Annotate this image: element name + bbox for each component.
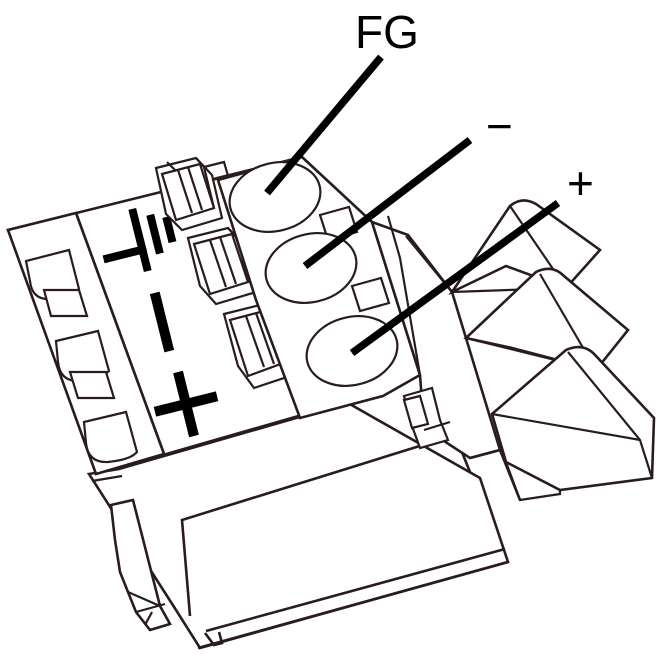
ground-stem [128,207,152,273]
end-plate-rect-2 [68,370,116,400]
bottom-rail-inner [205,547,506,633]
leader-line-plus [349,199,561,357]
leader-line-minus [302,137,473,269]
minus-symbol [149,291,175,353]
wire-slot-2-rib-b [218,236,238,285]
callout-label-minus: − [486,100,513,152]
housing-step-block [402,394,430,430]
wire-slot-3-rib-b [254,312,276,365]
wire-slot-1-lip [166,161,177,172]
lower-body-front [86,401,510,650]
bottom-rail [197,560,509,650]
cable-entry-2 [463,267,630,372]
end-plate-rect-1 [42,288,89,318]
ground-bar-long [102,244,148,264]
top-square-2 [350,276,391,313]
minus-bar [149,291,175,353]
wire-slot-1-rib-a [176,169,194,214]
cable-entry-3 [490,345,656,492]
cable-entry-1 [448,199,602,296]
wire-slot-3-rib-a [244,315,266,368]
leader-line-fg [264,54,384,196]
bottom-rail-notch [203,631,224,647]
ground-bar-short [162,216,177,244]
earth-ground-symbol [102,207,177,273]
wire-slot-1-tab [203,160,230,182]
base-chamfer-line [91,474,123,483]
ground-bar-mid [146,213,164,255]
wire-slot-1[interactable] [154,156,230,232]
mating-housing [369,199,656,502]
housing-wall-edge-a [386,215,422,376]
left-foot-flange [109,498,172,632]
end-plate-opening-3 [82,410,139,464]
left-foot-inner-line-2 [127,590,161,608]
wire-slot-1-rib-b [186,166,204,211]
housing-latch-line [423,420,451,432]
end-plate [6,211,166,476]
right-skirt-edge [469,448,522,501]
left-foot-tip [144,611,153,626]
plus-symbol [153,370,219,438]
plus-horizontal [153,391,219,417]
cable-entry-3-edge [567,351,654,479]
top-screw-2[interactable] [258,224,364,312]
leader-lines [264,54,561,357]
top-screw-1[interactable] [222,153,328,241]
callout-label-plus: + [567,157,594,209]
cable-entry-3-crease [491,412,641,442]
callout-label-fg: FG [355,6,419,58]
wire-slot-2-rib-a [208,239,228,288]
wire-slot-group [154,156,302,390]
callout-labels: FG − + [355,6,594,209]
